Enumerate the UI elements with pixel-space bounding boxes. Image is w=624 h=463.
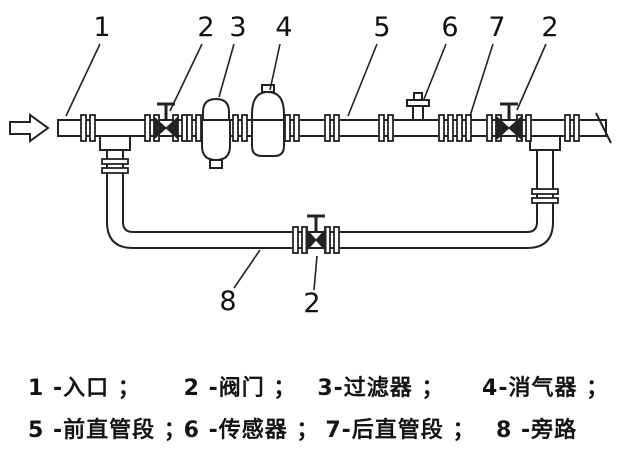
tee-left (99, 135, 131, 151)
callout-inlet: 1 (93, 12, 110, 43)
valve-left (153, 102, 179, 141)
pipe-break-line (595, 112, 612, 144)
legend-item-bypass: 8 -旁路 (496, 418, 578, 443)
legend-row-1: 1 -入口 ； 2 -阀门 ； 3-过滤器 ； 4-消气器 ； (28, 368, 608, 410)
callout-front-straight: 5 (373, 12, 390, 43)
callout-valve-right: 2 (541, 12, 558, 43)
callout-bypass: 8 (219, 286, 236, 317)
legend-item-front-straight: 5 -前直管段 ； (28, 418, 187, 443)
tee-right (529, 135, 561, 151)
legend-row-2: 5 -前直管段 ； 6 -传感器 ； 7-后直管段 ； 8 -旁路 (28, 410, 603, 452)
callout-filter: 3 (229, 12, 246, 43)
legend: 1 -入口 ； 2 -阀门 ； 3-过滤器 ； 4-消气器 ； 5 -前直管段 … (28, 368, 608, 452)
main-pipe (57, 119, 607, 137)
valve-right (496, 102, 522, 141)
legend-item-rear-straight: 7-后直管段 ； (325, 418, 476, 443)
sensor (406, 92, 430, 121)
legend-item-filter: 3-过滤器 ； (317, 376, 445, 401)
flow-arrow-icon (9, 113, 50, 143)
legend-item-air-eliminator: 4-消气器 ； (482, 376, 610, 401)
air-eliminator (251, 84, 285, 157)
leader-lines (65, 43, 547, 291)
flanges-bypass-verticals (101, 158, 559, 204)
legend-item-sensor: 6 -传感器 ； (183, 418, 320, 443)
callout-sensor: 6 (441, 12, 458, 43)
callout-valve-bypass: 2 (303, 288, 320, 319)
valve-bypass (292, 214, 340, 254)
callout-rear-straight: 7 (488, 12, 505, 43)
piping-diagram: 1 2 3 4 5 6 7 2 8 2 (9, 12, 612, 319)
callout-air-eliminator: 4 (275, 12, 292, 43)
legend-item-inlet: 1 -入口 ； (28, 376, 141, 401)
filter (201, 97, 231, 169)
callout-valve-left: 2 (197, 12, 214, 43)
legend-item-valve: 2 -阀门 ； (183, 376, 297, 401)
